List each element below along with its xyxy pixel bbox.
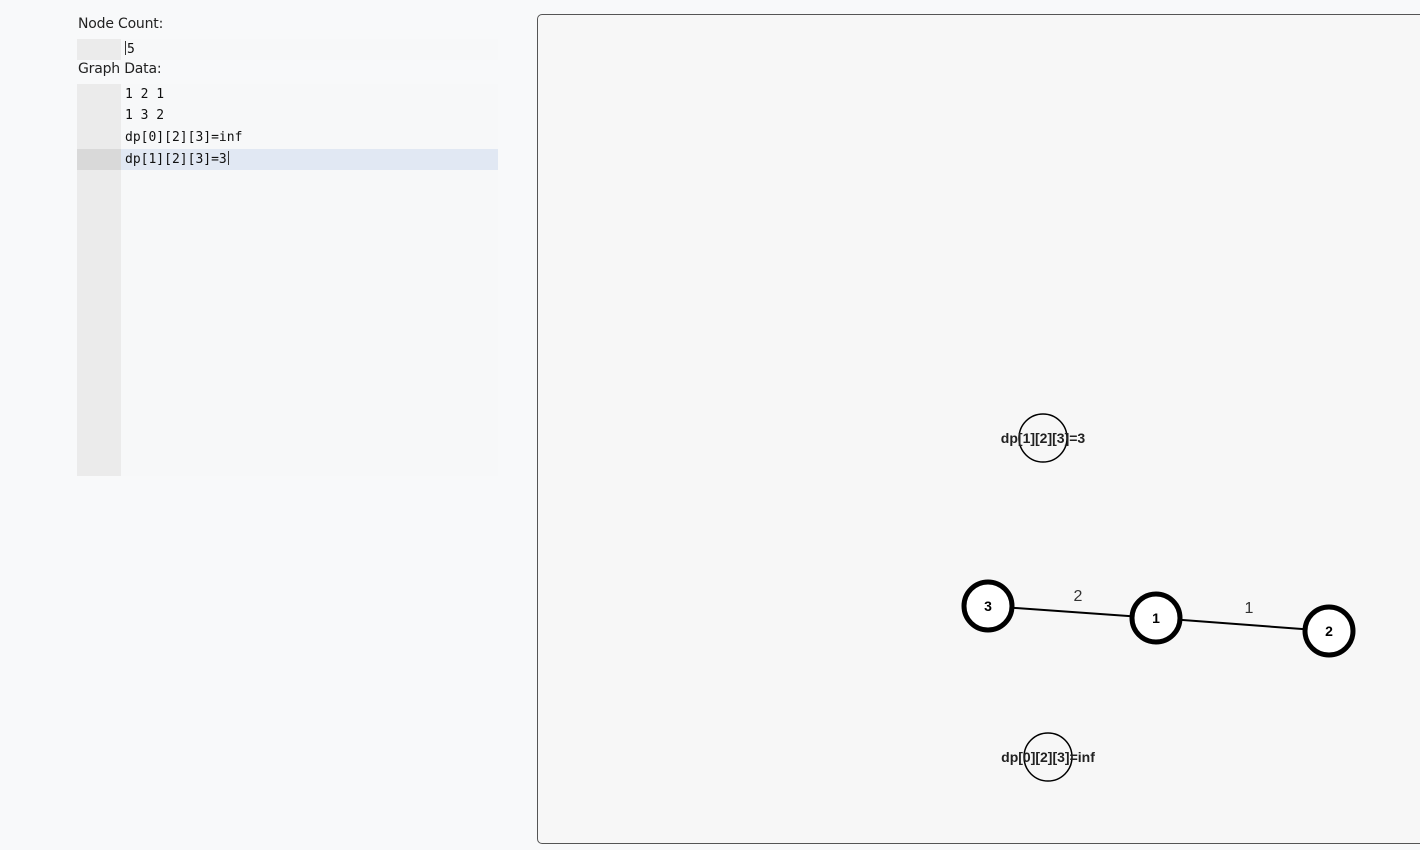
graph-data-label: Graph Data: xyxy=(78,61,162,77)
code-line-text: 1 2 1 xyxy=(125,87,165,102)
graph-svg[interactable]: 2 1 3 1 2 dp[1][2][3]=3 dp[0][2][3]=inf xyxy=(538,15,1420,845)
dp-annotation-node[interactable]: dp[0][2][3]=inf xyxy=(1001,732,1095,782)
active-gutter-cell xyxy=(77,149,121,170)
node-label: 2 xyxy=(1325,623,1333,639)
code-line[interactable]: 1 3 2 xyxy=(77,105,498,126)
code-line[interactable]: 1 2 1 xyxy=(77,84,498,105)
node-count-editor[interactable]: 5 xyxy=(77,39,498,60)
dp-annotation-label: dp[0][2][3]=inf xyxy=(1001,749,1095,765)
graph-node-2[interactable]: 2 xyxy=(1302,604,1356,658)
node-label: 1 xyxy=(1152,610,1160,626)
node-count-label: Node Count: xyxy=(78,16,164,32)
dp-annotation-node[interactable]: dp[1][2][3]=3 xyxy=(1001,413,1086,463)
graph-edge xyxy=(987,605,1157,619)
code-line-text: 1 3 2 xyxy=(125,108,165,123)
text-caret xyxy=(227,151,229,165)
code-line[interactable]: dp[0][2][3]=inf xyxy=(77,127,498,148)
node-label: 3 xyxy=(984,598,992,614)
code-line-text: dp[1][2][3]=3 xyxy=(125,151,229,167)
graph-edge xyxy=(1155,617,1330,632)
edge-weight-label: 1 xyxy=(1245,600,1254,617)
edge-weight-label: 2 xyxy=(1074,588,1083,605)
code-line-text: dp[0][2][3]=inf xyxy=(125,130,243,145)
node-count-gutter xyxy=(77,39,121,60)
graph-data-editor[interactable]: 1 2 1 1 3 2 dp[0][2][3]=inf dp[1][2][3]=… xyxy=(77,84,498,476)
node-count-value[interactable]: 5 xyxy=(125,41,135,57)
text-caret xyxy=(125,41,126,55)
code-line-active[interactable]: dp[1][2][3]=3 xyxy=(77,149,498,170)
graph-node-3[interactable]: 3 xyxy=(961,579,1015,633)
graph-canvas[interactable]: 2 1 3 1 2 dp[1][2][3]=3 dp[0][2][3]=inf xyxy=(537,14,1420,844)
graph-node-1[interactable]: 1 xyxy=(1129,591,1183,645)
dp-annotation-label: dp[1][2][3]=3 xyxy=(1001,430,1086,446)
